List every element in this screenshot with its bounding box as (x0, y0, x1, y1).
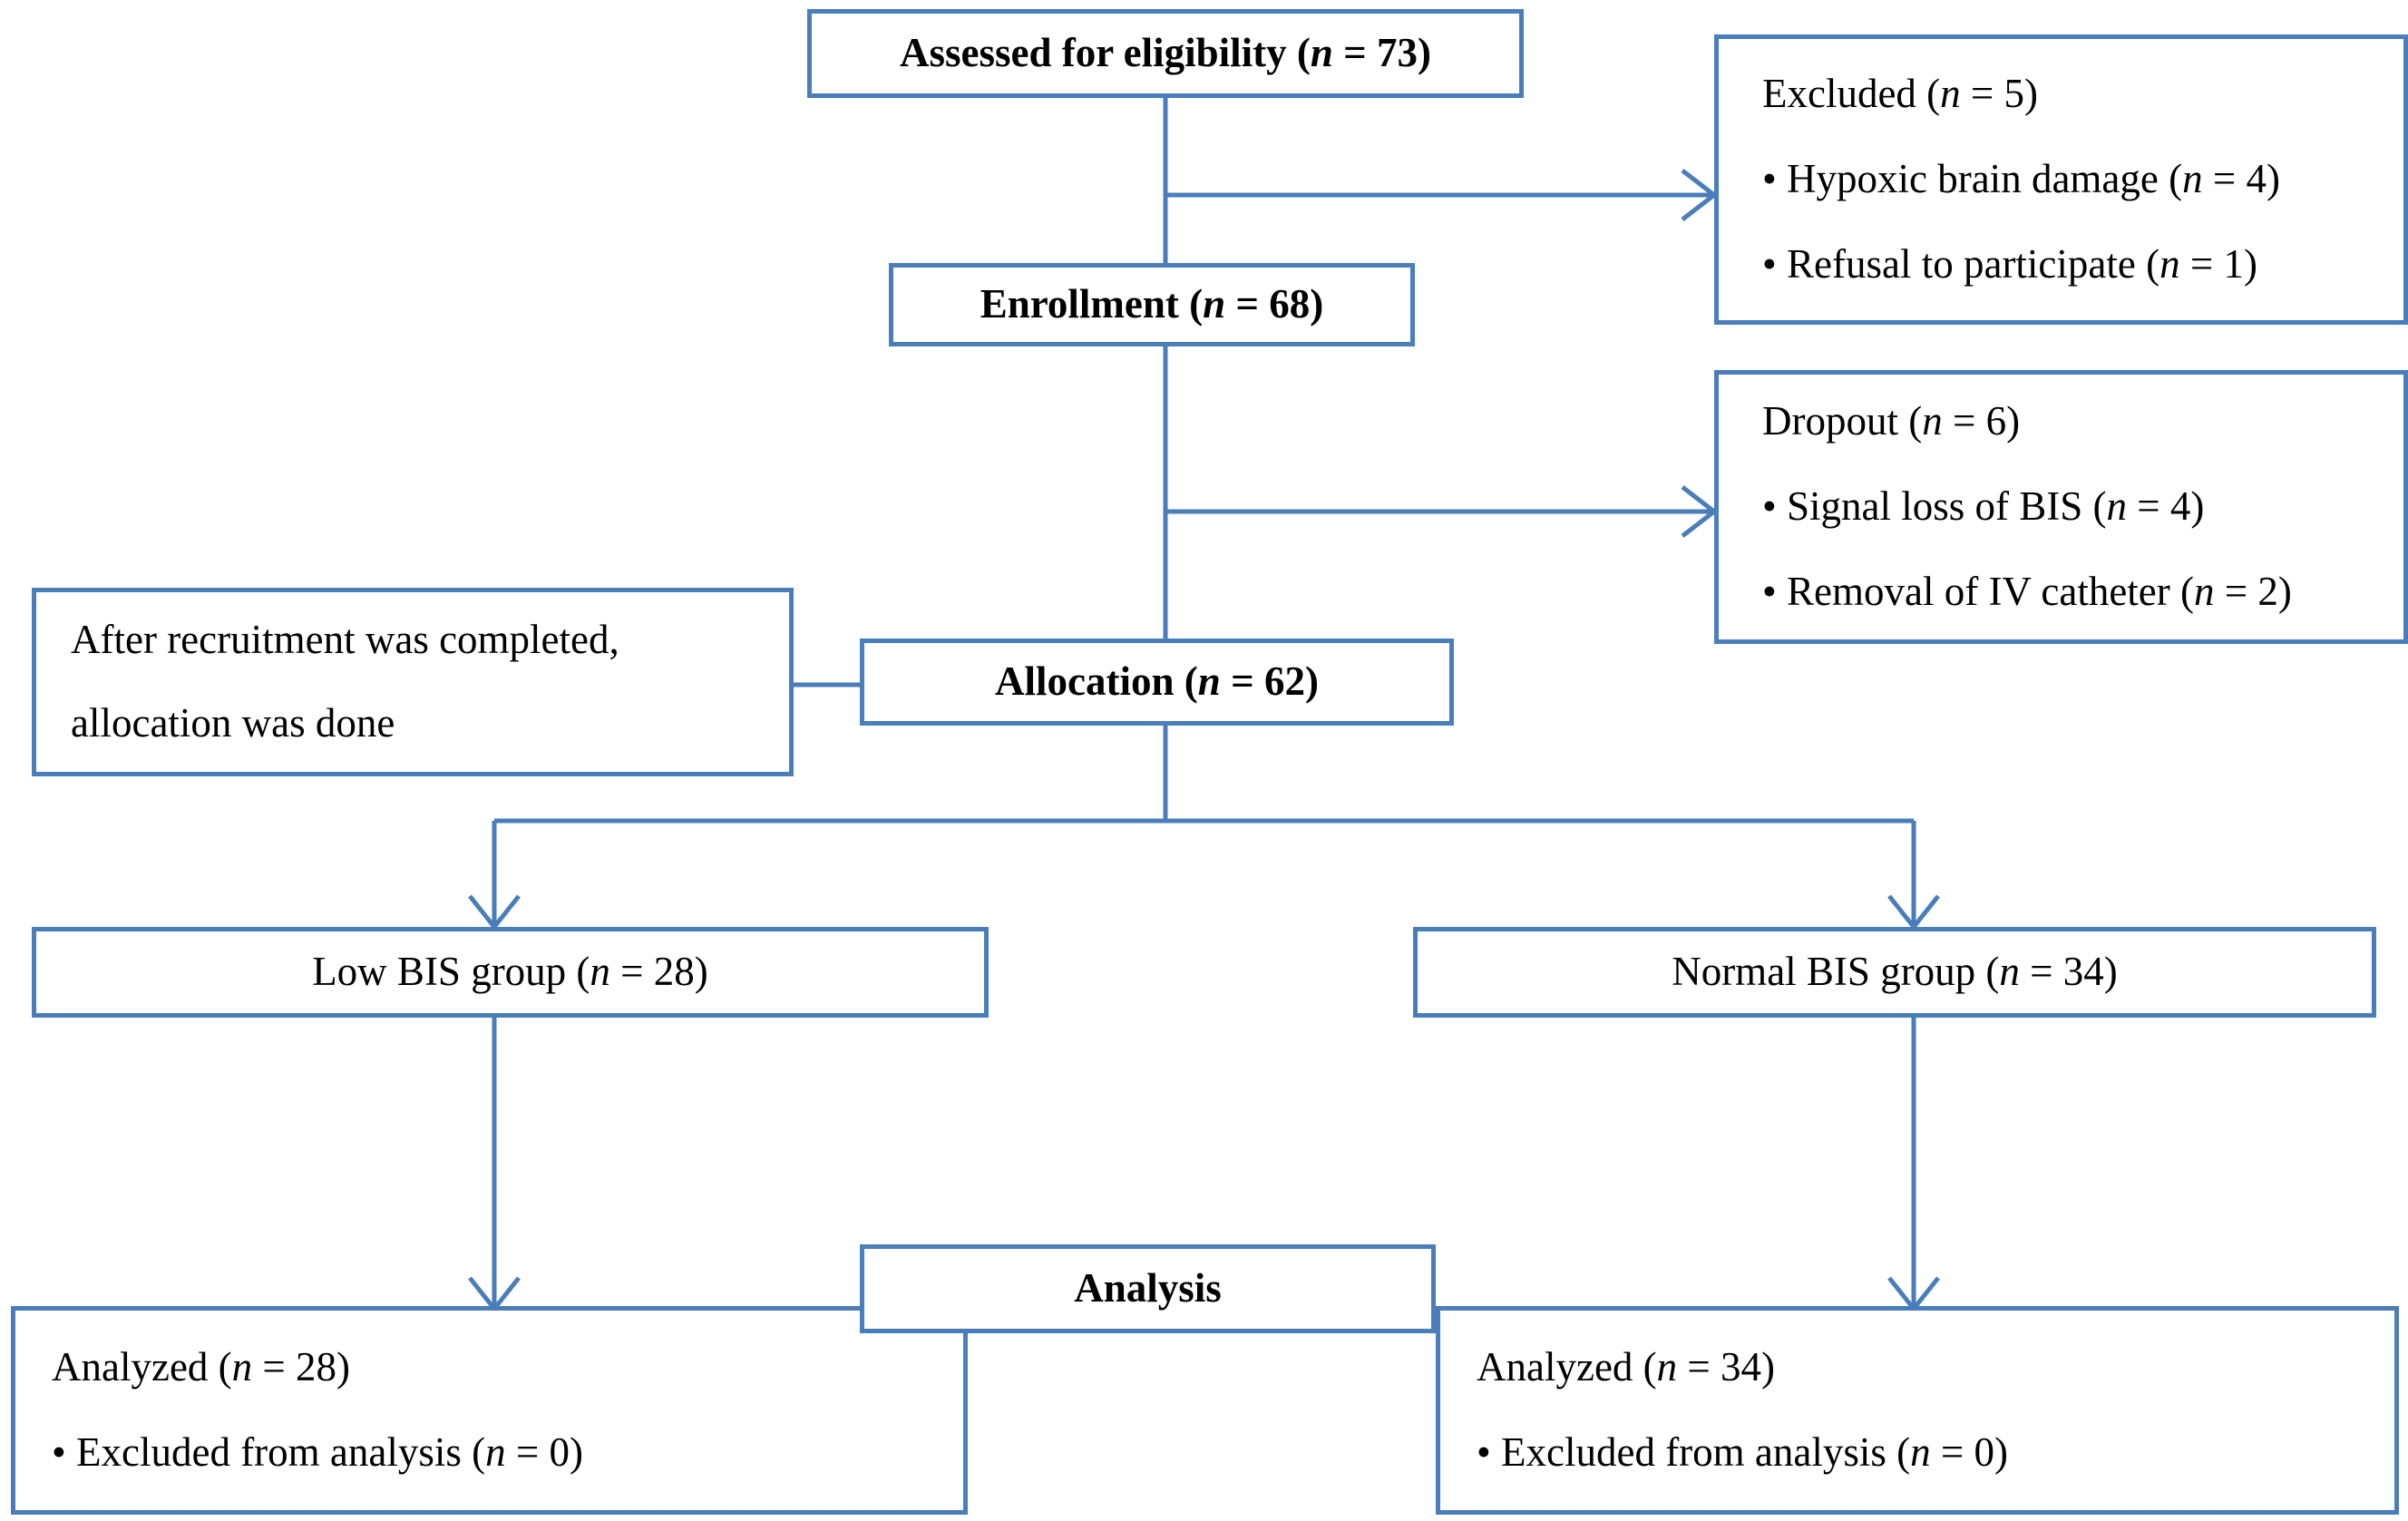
node-analyzed-low-bis: Analyzed (n = 28) • Excluded from analys… (11, 1306, 968, 1515)
node-excluded: Excluded (n = 5) • Hypoxic brain damage … (1714, 34, 2408, 325)
allocation-note-line1: After recruitment was completed, (71, 617, 619, 663)
n-symbol: n (2159, 240, 2180, 287)
dropout-heading: Dropout (n = 6) (1762, 398, 2021, 444)
assessed-label: Assessed for eligibility (n = 73) (899, 30, 1432, 76)
arrowhead-analyzed-low (468, 1276, 521, 1313)
n-symbol: n (1656, 1344, 1678, 1390)
normal-bis-group-label: Normal BIS group (n = 34) (1672, 949, 2118, 995)
n-symbol: n (2182, 156, 2203, 202)
low-bis-group-label: Low BIS group (n = 28) (312, 949, 708, 995)
n-symbol: n (1203, 281, 1226, 327)
n-symbol: n (1197, 658, 1221, 705)
analyzed-low-heading: Analyzed (n = 28) (52, 1344, 351, 1390)
node-allocation: Allocation (n = 62) (860, 639, 1454, 726)
n-symbol: n (485, 1429, 506, 1475)
node-assessed-for-eligibility: Assessed for eligibility (n = 73) (807, 9, 1524, 98)
node-analyzed-normal-bis: Analyzed (n = 34) • Excluded from analys… (1436, 1306, 2399, 1515)
enrollment-label: Enrollment (n = 68) (980, 281, 1324, 327)
node-allocation-note: After recruitment was completed, allocat… (32, 588, 794, 776)
arrowhead-low-bis (468, 894, 521, 931)
arrowhead-analyzed-normal (1887, 1276, 1940, 1313)
node-enrollment: Enrollment (n = 68) (889, 263, 1415, 346)
allocation-label: Allocation (n = 62) (995, 658, 1319, 705)
n-symbol: n (590, 949, 610, 995)
dropout-item-iv-catheter: • Removal of IV catheter (n = 2) (1762, 568, 2292, 614)
node-dropout: Dropout (n = 6) • Signal loss of BIS (n … (1714, 370, 2408, 644)
excluded-heading: Excluded (n = 5) (1762, 71, 2039, 117)
excluded-item-refusal: • Refusal to participate (n = 1) (1762, 240, 2257, 287)
node-analysis: Analysis (860, 1244, 1436, 1333)
analysis-label: Analysis (1074, 1265, 1222, 1311)
dropout-item-signal-loss: • Signal loss of BIS (n = 4) (1762, 483, 2205, 530)
arrowhead-dropout (1681, 485, 1719, 538)
n-symbol: n (231, 1344, 253, 1390)
n-symbol: n (2194, 568, 2215, 614)
n-symbol: n (2106, 483, 2128, 530)
node-low-bis-group: Low BIS group (n = 28) (32, 927, 989, 1018)
analyzed-normal-excluded-item: • Excluded from analysis (n = 0) (1477, 1429, 2008, 1475)
arrowhead-normal-bis (1887, 894, 1940, 931)
n-symbol: n (1310, 30, 1333, 76)
n-symbol: n (1922, 398, 1943, 444)
analyzed-low-excluded-item: • Excluded from analysis (n = 0) (52, 1429, 583, 1475)
excluded-item-hypoxic: • Hypoxic brain damage (n = 4) (1762, 156, 2280, 202)
n-symbol: n (1999, 949, 2020, 995)
n-symbol: n (1940, 71, 1961, 117)
node-normal-bis-group: Normal BIS group (n = 34) (1413, 927, 2376, 1018)
analyzed-normal-heading: Analyzed (n = 34) (1477, 1344, 1776, 1390)
n-symbol: n (1910, 1429, 1931, 1475)
allocation-note-line2: allocation was done (71, 700, 395, 746)
arrowhead-excluded (1681, 169, 1719, 221)
